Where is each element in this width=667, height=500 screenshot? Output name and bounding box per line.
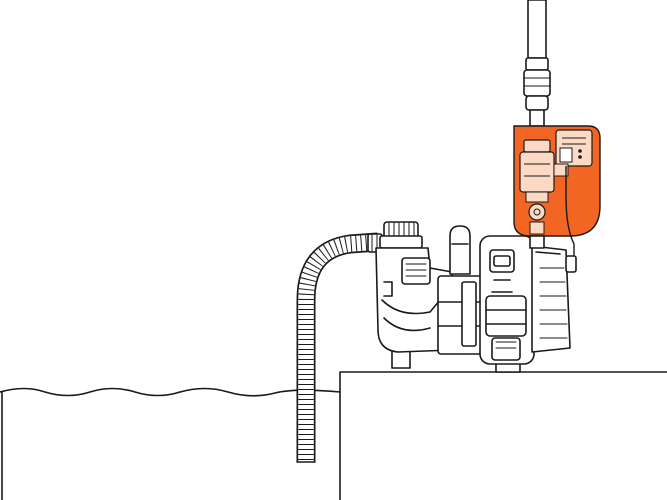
pressure-switch-icon [513, 125, 601, 256]
water-icon [0, 387, 341, 500]
unit-connector [529, 235, 545, 249]
pump-icon [375, 221, 577, 373]
ledge-icon [339, 371, 667, 500]
outlet-pipe-icon [523, 0, 551, 127]
